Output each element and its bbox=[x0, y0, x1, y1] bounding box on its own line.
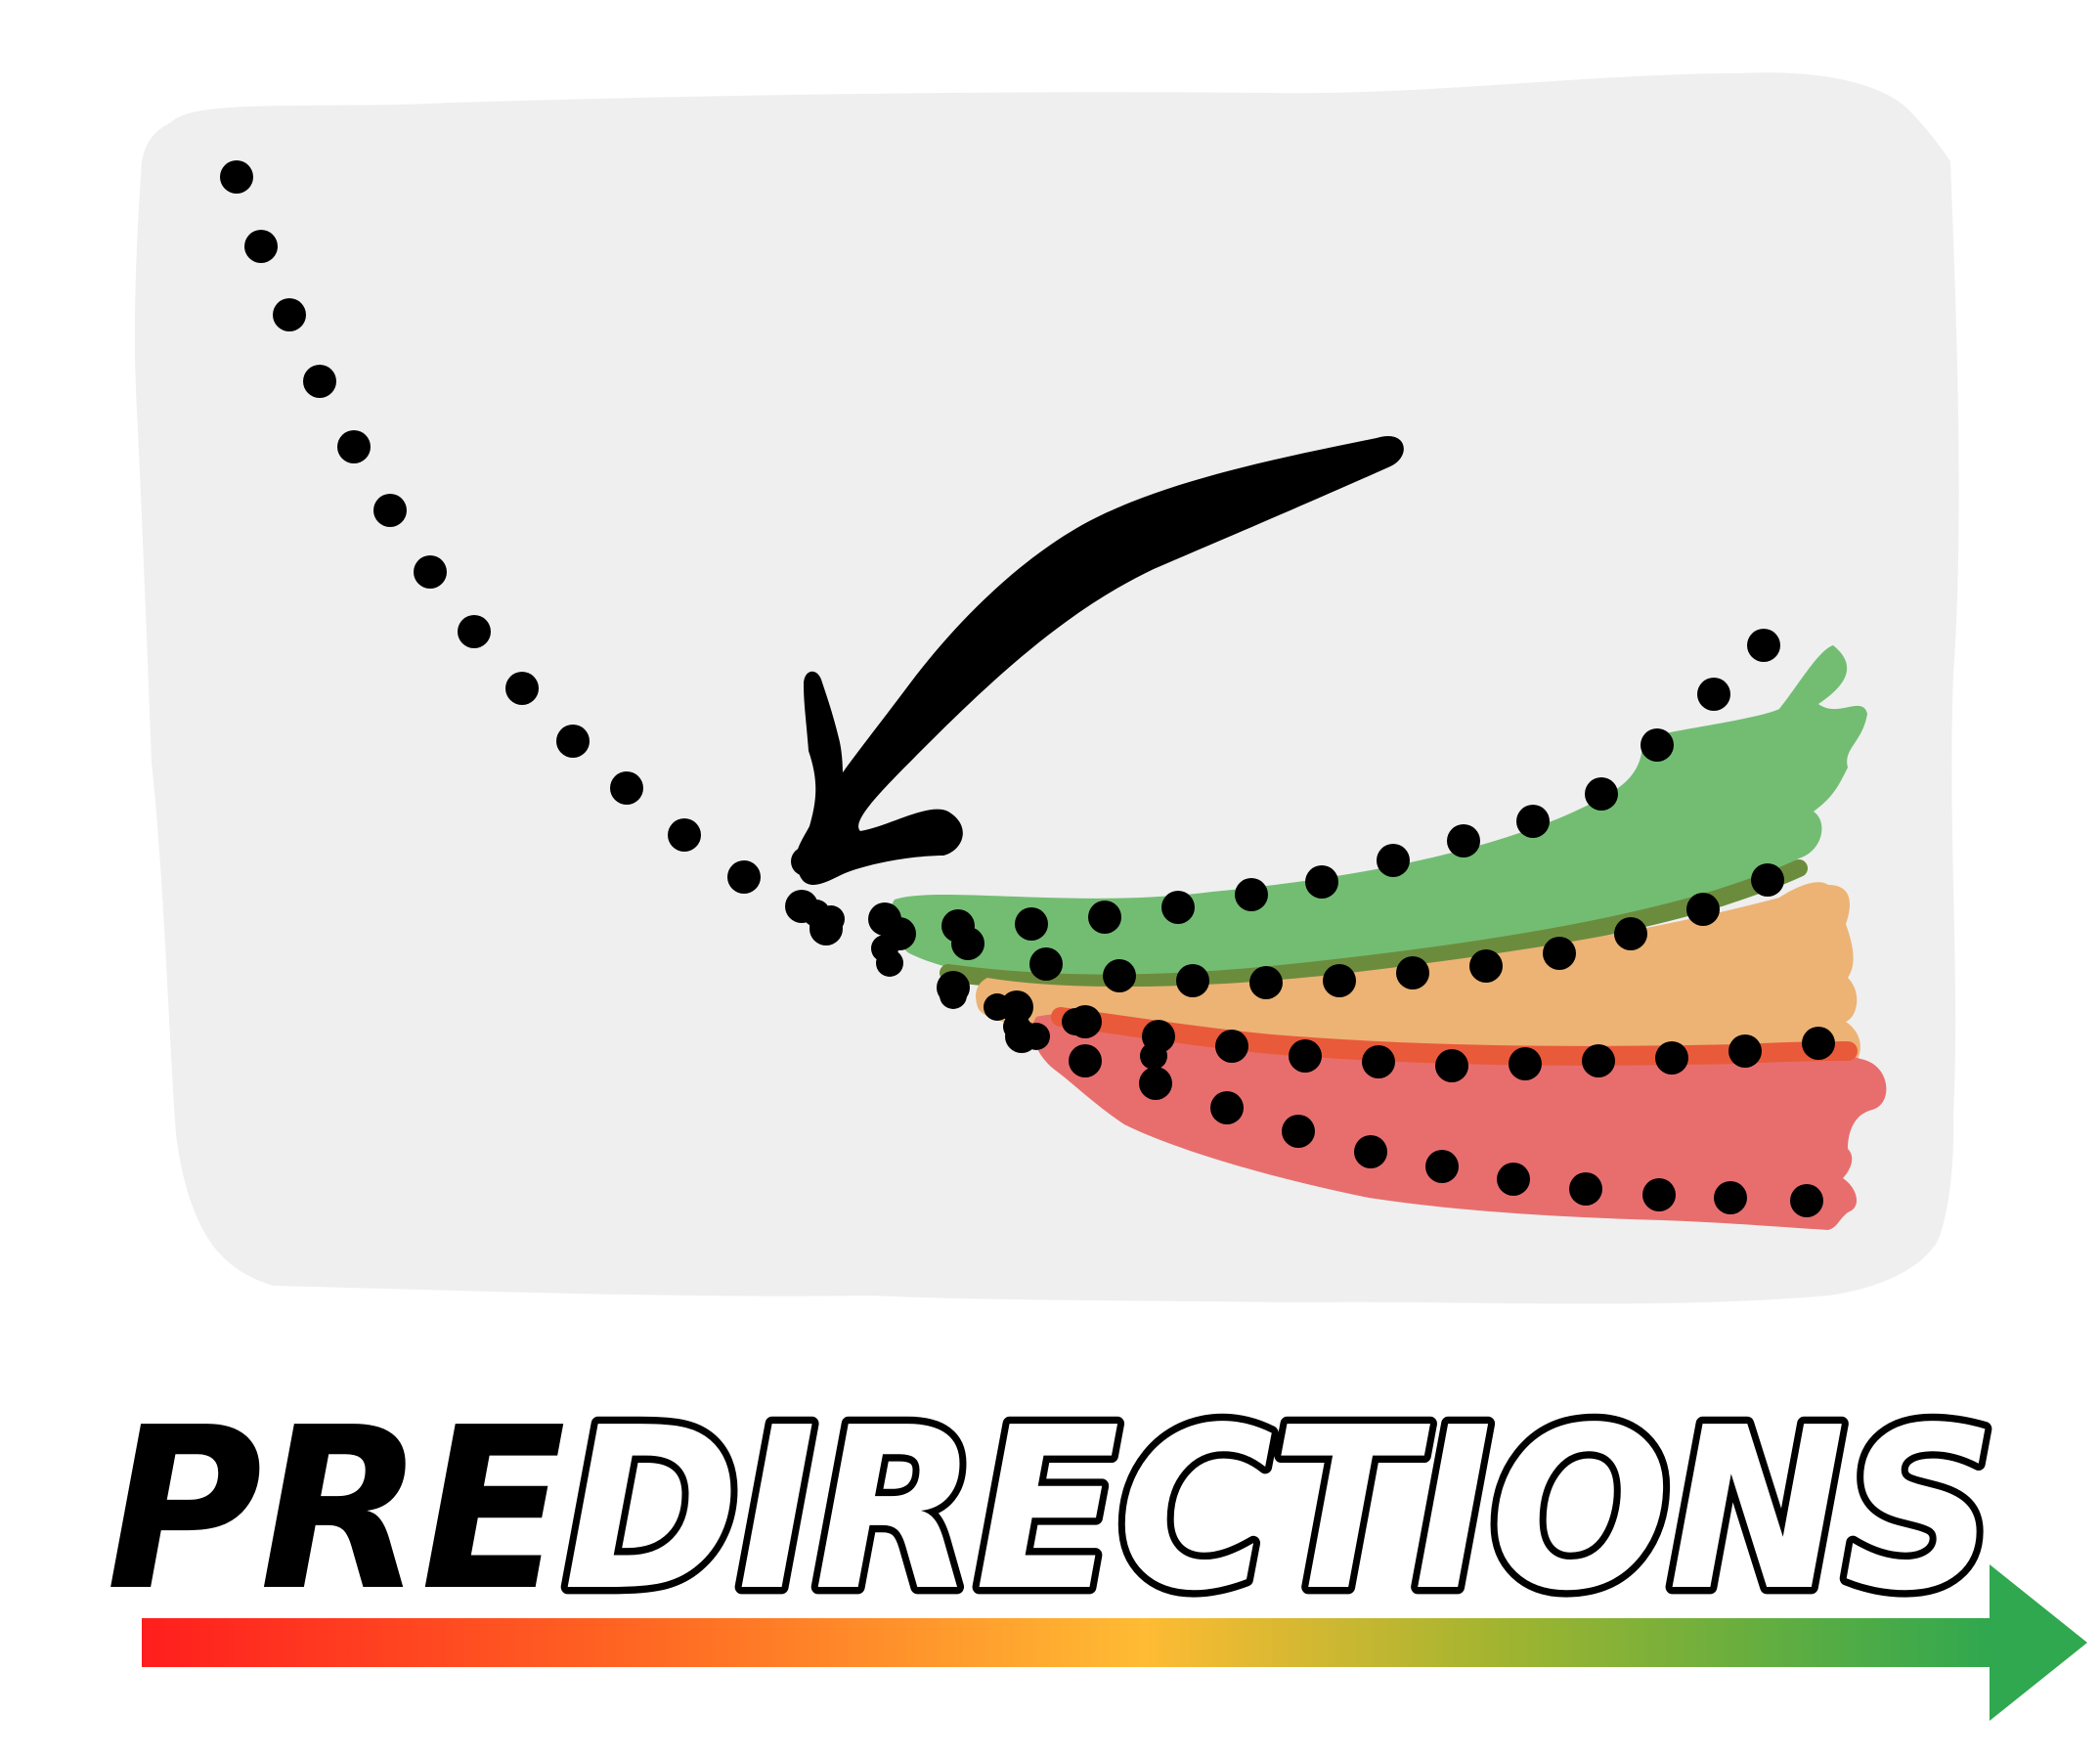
trail-dot bbox=[1289, 1039, 1322, 1073]
trail-dot bbox=[951, 927, 984, 960]
trail-dot bbox=[1069, 1044, 1102, 1077]
trail-dot bbox=[1015, 907, 1048, 941]
trail-dot bbox=[1802, 1027, 1835, 1060]
trail-dot bbox=[337, 430, 371, 463]
trail-dot bbox=[220, 160, 253, 194]
trail-dot bbox=[373, 494, 407, 527]
trail-dot bbox=[556, 725, 590, 758]
trail-dot bbox=[1249, 966, 1283, 999]
trail-dot bbox=[1728, 1034, 1762, 1068]
trail-dot bbox=[1103, 959, 1136, 992]
wordmark-solid: PRE bbox=[107, 1380, 564, 1640]
trail-dot bbox=[1614, 917, 1647, 950]
trail-dot bbox=[1642, 1178, 1676, 1211]
curved-pointer-arrow bbox=[791, 435, 1404, 885]
trail-dot bbox=[1585, 777, 1618, 811]
trail-dot bbox=[1282, 1115, 1315, 1148]
trail-dot bbox=[505, 672, 539, 705]
trail-dot bbox=[1425, 1150, 1459, 1183]
trail-dot bbox=[1210, 1091, 1244, 1124]
trail-dot bbox=[1215, 1030, 1248, 1063]
svg-text:PREDIRECTIONS: PREDIRECTIONS bbox=[107, 1380, 1994, 1640]
gradient-arrow bbox=[142, 1564, 2087, 1721]
trail-dot bbox=[1235, 878, 1268, 911]
trail-dot bbox=[1354, 1135, 1387, 1168]
trail-dot bbox=[1469, 949, 1503, 983]
dotted-trails bbox=[220, 160, 1835, 1217]
trail-dot bbox=[1714, 1181, 1747, 1214]
trail-dot bbox=[1569, 1172, 1602, 1206]
trail-dot bbox=[1323, 964, 1356, 997]
trail-dot bbox=[1582, 1044, 1615, 1077]
trail-dot bbox=[1000, 990, 1033, 1024]
trail-dot bbox=[303, 365, 336, 398]
trail-dot bbox=[1140, 1042, 1167, 1070]
trail-dot bbox=[876, 949, 903, 977]
trail-dot bbox=[1751, 863, 1784, 897]
trail-dot bbox=[1497, 1163, 1530, 1196]
trail-dot bbox=[1396, 956, 1429, 989]
trail-dot bbox=[1697, 678, 1730, 711]
trail-dot bbox=[1655, 1041, 1688, 1075]
trail-dot bbox=[1516, 805, 1550, 838]
green-band bbox=[890, 645, 1867, 985]
trail-dot bbox=[940, 982, 967, 1009]
trail-dot bbox=[1088, 901, 1121, 934]
trail-dot bbox=[1161, 891, 1195, 924]
wordmark: PREDIRECTIONS bbox=[107, 1373, 2004, 1648]
trail-dot bbox=[668, 818, 701, 852]
trail-dot bbox=[1305, 865, 1338, 899]
trail-dot bbox=[1139, 1067, 1172, 1100]
wordmark-outline: DIRECTIONS bbox=[563, 1380, 1993, 1640]
trail-dot bbox=[1062, 1008, 1089, 1035]
trail-dot bbox=[1176, 964, 1209, 997]
trail-dot bbox=[984, 993, 1011, 1021]
trail-dot bbox=[1686, 893, 1720, 926]
trail-dot bbox=[414, 555, 447, 589]
trail-dot bbox=[817, 905, 845, 933]
trail-dot bbox=[1023, 1023, 1050, 1050]
trail-dot bbox=[1377, 844, 1410, 877]
trail-dot bbox=[1747, 629, 1780, 662]
trail-dot bbox=[1509, 1047, 1542, 1080]
trail-dot bbox=[1447, 824, 1480, 857]
trail-dot bbox=[1029, 947, 1063, 981]
trail-dot bbox=[1435, 1049, 1468, 1082]
trail-dot bbox=[244, 230, 278, 263]
trail-dot bbox=[458, 615, 491, 648]
trail-dot bbox=[727, 860, 761, 894]
green-dark-overlap bbox=[940, 859, 1808, 992]
trail-dot bbox=[1543, 937, 1576, 970]
trail-dot bbox=[1790, 1184, 1823, 1217]
trail-dot bbox=[1362, 1045, 1395, 1078]
trail-dot bbox=[1641, 728, 1674, 762]
trail-dot bbox=[273, 298, 306, 331]
trail-dot bbox=[610, 771, 643, 805]
